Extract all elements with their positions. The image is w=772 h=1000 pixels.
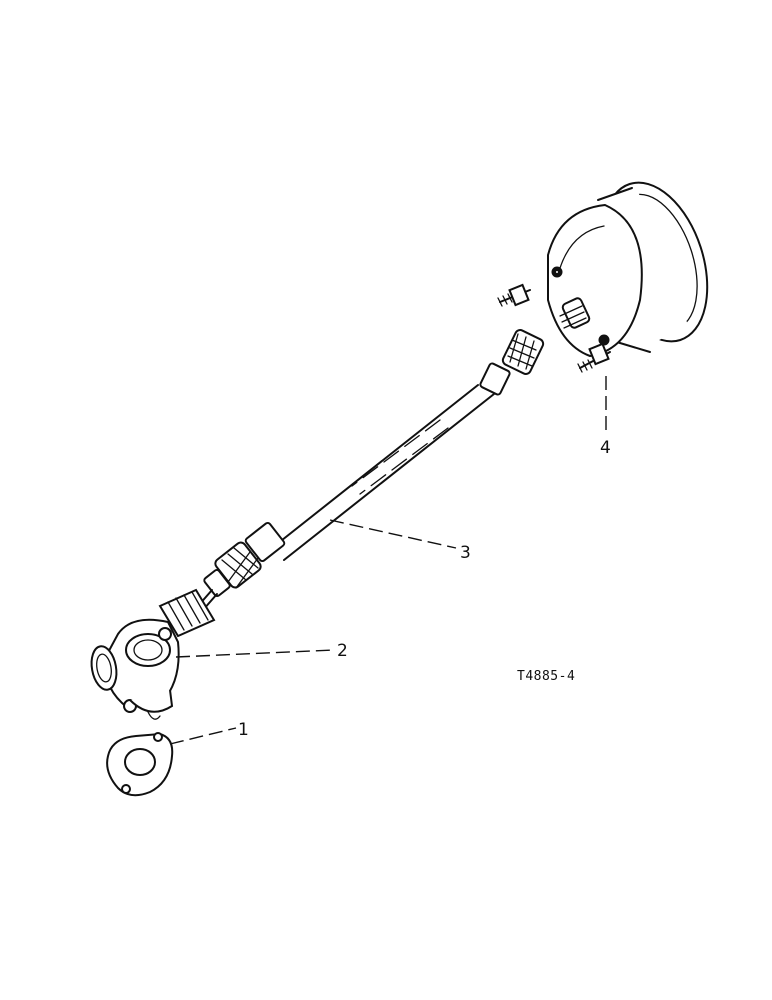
gasket-icon	[106, 732, 174, 797]
leader-line-2	[175, 649, 335, 658]
callout-1: 1	[238, 720, 249, 740]
callout-3: 3	[460, 543, 471, 563]
drive-adapter-icon	[90, 588, 216, 720]
leader-line-3	[329, 519, 457, 549]
callouts: 1 2 3 4	[238, 438, 611, 740]
leader-lines	[169, 376, 607, 745]
callout-4: 4	[600, 438, 611, 458]
callout-2: 2	[337, 641, 348, 661]
leader-line-1	[169, 727, 237, 745]
speedometer-gauge-icon	[497, 181, 709, 373]
speedometer-cable-icon	[197, 329, 545, 611]
figure-code: T4885-4	[517, 669, 575, 684]
